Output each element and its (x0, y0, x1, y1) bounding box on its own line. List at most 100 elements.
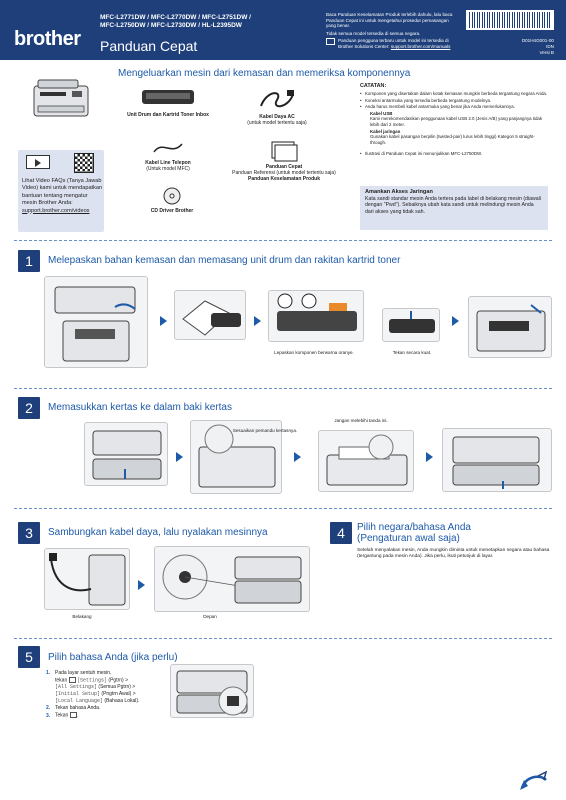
step-arrow (426, 452, 433, 462)
guides-link[interactable]: support.brother.com/manuals (390, 43, 451, 49)
step-arrow (254, 316, 261, 326)
note-item: Komponen yang disertakan dalam kotak kem… (360, 91, 550, 97)
step-arrow (176, 452, 183, 462)
phone-cord-item: Kabel Line Telepon (Untuk model MFC) (136, 138, 200, 172)
models-line-2: MFC-L2750DW / MFC-L2730DW / HL-L2395DW (100, 22, 242, 29)
instruction-line: Tekan (55, 712, 69, 719)
step-1-insert-illustration (468, 296, 552, 358)
step-4-badge: 4 (330, 522, 352, 544)
step-5-touchscreen-illustration (170, 664, 254, 718)
document-codes: D01H4G001-00 IDN Versi B (522, 38, 554, 56)
divider (14, 638, 552, 639)
cd-icon (163, 187, 181, 205)
step-4-description: Setelah menyalakan mesin, Anda mungkin d… (357, 548, 550, 560)
step-1-orange-parts-illustration (268, 290, 364, 342)
step-1-badge: 1 (18, 250, 40, 272)
barcode (466, 10, 554, 30)
unpack-title: Mengeluarkan mesin dari kemasan dan meme… (118, 68, 411, 79)
model-list: MFC-L2771DW / MFC-L2770DW / MFC-L2751DW … (100, 14, 310, 30)
lan-note: Kabel jaringan Gunakan kabel pasangan be… (360, 129, 550, 145)
instruction-line: (Pngtrn Awal) > (101, 691, 136, 698)
step-1-drum-unpack-illustration (174, 290, 246, 340)
step-3-title: Sambungkan kabel daya, lalu nyalakan mes… (48, 527, 268, 538)
availability-text: Tidak semua model tersedia di semua nega… (326, 30, 421, 36)
phone-cord-label: Kabel Line Telepon (145, 160, 191, 166)
step-3-power-on-illustration (154, 546, 310, 612)
note-item: Anda harus membeli kabel antarmuka yang … (360, 104, 550, 110)
document-title: Panduan Cepat (100, 38, 198, 54)
instruction-line: (Bahasa Lokal). (104, 698, 140, 705)
usb-text: Kami merekomendasikan penggunaan kabel U… (370, 116, 543, 127)
settings-icon (68, 677, 76, 683)
instruction-line: Tekan bahasa Anda. (55, 705, 101, 712)
guides-info: Panduan pengguna terbaru untuk model ini… (326, 38, 454, 49)
step-1-push-illustration (382, 308, 440, 342)
local-language-key: [Local Language] (55, 698, 104, 705)
secure-text: Kata sandi standar mesin Anda tertera pa… (365, 195, 541, 215)
doc-code: D01H4G001-00 (521, 38, 554, 43)
step-2-guides-illustration (190, 420, 282, 494)
front-caption: Depan (203, 614, 217, 619)
step-arrow (452, 316, 459, 326)
cd-label: CD Driver Brother (150, 208, 194, 214)
divider (14, 388, 552, 389)
power-cord-icon (260, 90, 294, 108)
settings-key: [Settings] (77, 677, 108, 684)
home-icon (69, 712, 77, 719)
step-2-printer-illustration (84, 422, 168, 486)
instruction-line: (Pgtrn) > (108, 677, 129, 684)
notes-heading: CATATAN: (360, 83, 387, 89)
usb-note: Kabel USB Kami merekomendasikan pengguna… (360, 111, 550, 127)
usb-title: Kabel USB (370, 111, 393, 117)
step-3-power-cable-illustration (44, 548, 130, 610)
guides-note: Panduan pengguna terbaru untuk model ini… (338, 38, 449, 49)
lan-title: Kabel jaringan (370, 129, 401, 135)
booklet-icon (271, 141, 298, 162)
step-2-paper-load-illustration (318, 430, 414, 492)
safety-guide-label: Panduan Keselamatan Produk (248, 176, 320, 182)
printer-illustration (33, 79, 89, 117)
step-4-subtitle: (Pengaturan awal saja) (357, 533, 460, 544)
video-icon (26, 155, 50, 169)
step-5-instructions: 1.Pada layar sentuh mesin, tekan [Settin… (46, 670, 140, 719)
book-icon (326, 38, 335, 46)
push-firmly-caption: Tekan secara kuat. (392, 350, 432, 355)
video-faq-link[interactable]: support.brother.com/videos (22, 207, 90, 214)
step-1-printer-illustration (44, 276, 148, 368)
power-cord-item: Kabel Daya AC (untuk model tertentu saja… (240, 86, 314, 126)
phone-cord-icon (153, 143, 183, 153)
step-4-title-main: Pilih negara/bahasa Anda (357, 522, 471, 533)
step-2-tray-close-illustration (442, 428, 552, 492)
lan-text: Gunakan kabel pasangan berpilin (twisted… (370, 134, 535, 145)
models-line-1: MFC-L2771DW / MFC-L2770DW / MFC-L2751DW … (100, 14, 251, 21)
back-arrow-icon (520, 770, 548, 790)
drum-unit-icon (142, 90, 194, 104)
notes-box: CATATAN: Komponen yang disertakan dalam … (360, 83, 550, 157)
drum-toner-item: Unit Drum dan Kartrid Toner Inbox (120, 86, 216, 118)
all-settings-key: [All Settings] (55, 684, 98, 691)
version: Versi B (539, 50, 554, 55)
step-4-title: Pilih negara/bahasa Anda (Pengaturan awa… (357, 522, 471, 544)
divider (14, 508, 552, 509)
video-faq-text: Lihat Video FAQs (Tanya Jawab Video) kam… (22, 178, 103, 207)
initial-setup-key: [Initial Setup] (55, 691, 101, 698)
header-bar: brother MFC-L2771DW / MFC-L2770DW / MFC-… (0, 0, 566, 60)
secure-access-box: Amankan Akses Jaringan Kata sandi standa… (360, 186, 548, 230)
step-arrow (294, 452, 301, 462)
step-5-badge: 5 (18, 646, 40, 668)
header-notes: Baca Panduan Keselamatan Produk terlebih… (326, 12, 454, 50)
lang-code: IDN (546, 44, 554, 49)
step-3-badge: 3 (18, 522, 40, 544)
drum-toner-label: Unit Drum dan Kartrid Toner Inbox (127, 112, 209, 118)
instruction-line: (Semua Pgtrn) > (98, 684, 136, 691)
reference-guide-note: Panduan Referensi (untuk model tertentu … (232, 170, 336, 176)
illustration-note: Ilustrasi di Panduan Cepat ini menunjukk… (360, 151, 550, 157)
instruction-line: Pada layar sentuh mesin, (55, 670, 112, 676)
power-cord-note: (untuk model tertentu saja) (247, 120, 307, 126)
guides-item: Panduan Cepat Panduan Referensi (untuk m… (224, 140, 344, 182)
remove-orange-caption: Lepaskan komponen berwarna oranye. (274, 350, 354, 355)
read-first-text: Baca Panduan Keselamatan Produk terlebih… (326, 12, 453, 29)
power-cord-label: Kabel Daya AC (259, 114, 295, 120)
step-arrow (160, 316, 167, 326)
secure-title: Amankan Akses Jaringan (365, 189, 433, 195)
